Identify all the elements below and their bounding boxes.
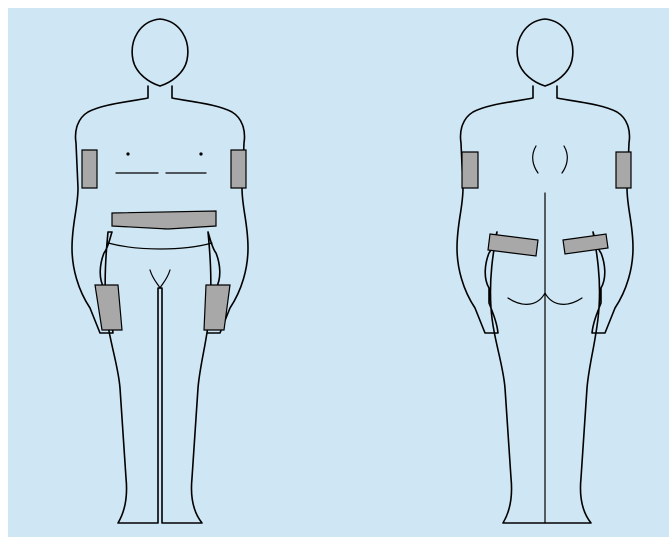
front-site-right-thigh bbox=[204, 285, 230, 330]
front-site-right-upper-arm bbox=[231, 150, 246, 188]
back-site-left-lower-back bbox=[488, 234, 538, 256]
body-diagram-svg bbox=[8, 8, 669, 537]
back-shoulder-blade-left bbox=[533, 146, 538, 173]
front-nipple-left bbox=[126, 152, 129, 155]
back-shoulder-blade-right bbox=[562, 146, 567, 173]
back-view bbox=[457, 19, 633, 523]
front-site-left-upper-arm bbox=[82, 150, 97, 188]
front-site-abdomen bbox=[112, 211, 216, 229]
body-diagram-canvas bbox=[8, 8, 669, 537]
front-groin bbox=[150, 270, 170, 288]
back-site-right-upper-arm bbox=[616, 152, 631, 188]
front-nipple-right bbox=[199, 152, 202, 155]
front-site-left-thigh bbox=[95, 285, 122, 330]
front-body-outline bbox=[72, 19, 248, 523]
front-view bbox=[72, 19, 248, 523]
front-waistband bbox=[108, 243, 212, 249]
back-site-right-lower-back bbox=[563, 234, 608, 254]
back-site-left-upper-arm bbox=[462, 152, 478, 188]
